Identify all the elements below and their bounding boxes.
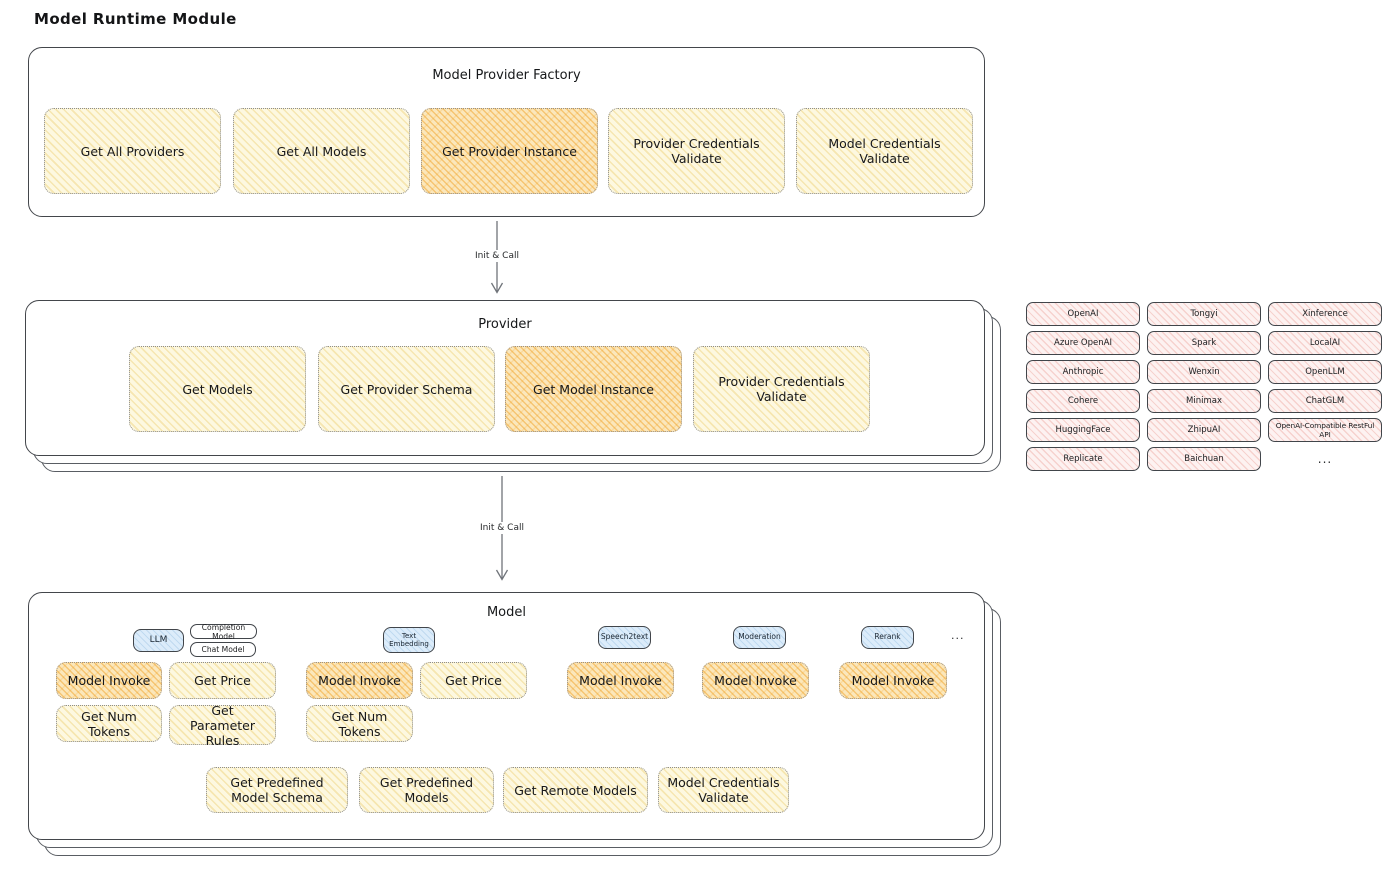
node-model-credentials-validate-2: Model Credentials Validate: [658, 767, 789, 813]
tab-chat-model: Chat Model: [190, 642, 256, 657]
node-get-remote-models: Get Remote Models: [503, 767, 648, 813]
node-llm-get-price: Get Price: [169, 662, 276, 699]
node-te-model-invoke: Model Invoke: [306, 662, 413, 699]
provider-chip-xinference: Xinference: [1268, 302, 1382, 326]
node-rerank-model-invoke: Model Invoke: [839, 662, 947, 699]
node-llm-get-num-tokens: Get Num Tokens: [56, 705, 162, 742]
provider-chip-zhipuai: ZhipuAI: [1147, 418, 1261, 442]
provider-chip-openllm: OpenLLM: [1268, 360, 1382, 384]
node-get-models: Get Models: [129, 346, 306, 432]
node-s2t-model-invoke: Model Invoke: [567, 662, 674, 699]
provider-chip-openai: OpenAI: [1026, 302, 1140, 326]
provider-chip-cohere: Cohere: [1026, 389, 1140, 413]
node-moderation-model-invoke: Model Invoke: [702, 662, 809, 699]
factory-title: Model Provider Factory: [432, 68, 581, 83]
arrow1-label: Init & Call: [457, 250, 537, 262]
providers-more-ellipsis: ...: [1317, 452, 1333, 466]
provider-title: Provider: [478, 317, 532, 332]
node-llm-get-parameter-rules: Get Parameter Rules: [169, 703, 276, 748]
provider-chip-anthropic: Anthropic: [1026, 360, 1140, 384]
provider-chip-chatglm: ChatGLM: [1268, 389, 1382, 413]
node-get-provider-schema: Get Provider Schema: [318, 346, 495, 432]
factory-panel: Model Provider Factory Get All Providers…: [28, 47, 985, 217]
node-llm-model-invoke: Model Invoke: [56, 662, 162, 699]
provider-chip-replicate: Replicate: [1026, 447, 1140, 471]
provider-chip-openai-compatible-restful-api: OpenAI-Compatible RestFul API: [1268, 418, 1382, 442]
tab-llm: LLM: [133, 629, 184, 652]
model-title: Model: [486, 605, 527, 620]
tab-text-embedding: Text Embedding: [383, 627, 435, 653]
provider-chip-spark: Spark: [1147, 331, 1261, 355]
tabs-more-ellipsis: ...: [951, 629, 965, 642]
node-get-all-models: Get All Models: [233, 108, 410, 194]
provider-chip-minimax: Minimax: [1147, 389, 1261, 413]
provider-chip-wenxin: Wenxin: [1147, 360, 1261, 384]
node-model-credentials-validate: Model Credentials Validate: [796, 108, 973, 194]
node-get-predefined-models: Get Predefined Models: [359, 767, 494, 813]
node-te-get-num-tokens: Get Num Tokens: [306, 705, 413, 742]
node-provider-credentials-validate: Provider Credentials Validate: [608, 108, 785, 194]
page-title: Model Runtime Module: [34, 10, 237, 28]
model-panel: Model LLM Completion Model Chat Model Te…: [28, 592, 985, 840]
provider-chip-localai: LocalAI: [1268, 331, 1382, 355]
arrow2-label: Init & Call: [462, 522, 542, 534]
tab-speech2text: Speech2text: [598, 626, 651, 649]
provider-panel: Provider Get Models Get Provider Schema …: [25, 300, 985, 456]
provider-chip-baichuan: Baichuan: [1147, 447, 1261, 471]
node-get-predefined-model-schema: Get Predefined Model Schema: [206, 767, 348, 813]
node-te-get-price: Get Price: [420, 662, 527, 699]
tab-rerank: Rerank: [861, 626, 914, 649]
node-get-model-instance: Get Model Instance: [505, 346, 682, 432]
tab-completion-model: Completion Model: [190, 623, 257, 641]
tab-moderation: Moderation: [733, 626, 786, 649]
node-provider-credentials-validate-2: Provider Credentials Validate: [693, 346, 870, 432]
node-get-provider-instance: Get Provider Instance: [421, 108, 598, 194]
provider-chip-tongyi: Tongyi: [1147, 302, 1261, 326]
provider-chip-azure-openai: Azure OpenAI: [1026, 331, 1140, 355]
node-get-all-providers: Get All Providers: [44, 108, 221, 194]
provider-chip-huggingface: HuggingFace: [1026, 418, 1140, 442]
